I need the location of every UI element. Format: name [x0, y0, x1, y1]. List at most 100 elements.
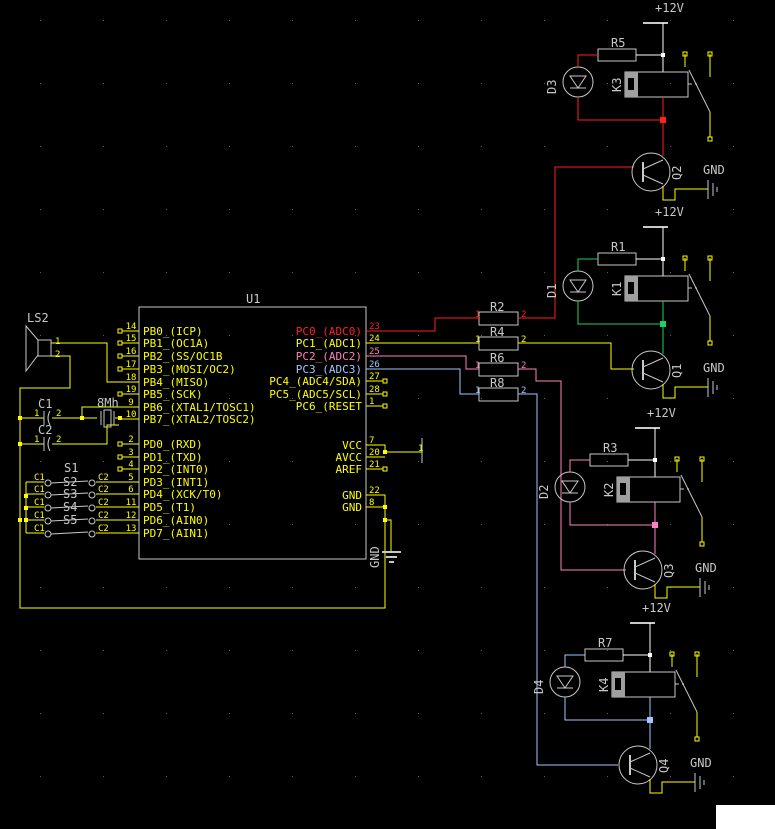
crystal-8mh[interactable]: 8Mh	[97, 396, 119, 428]
pin-number: 26	[369, 360, 380, 370]
pin-number: 27	[369, 372, 380, 382]
resistor-label: R3	[603, 441, 617, 455]
transistor-label: Q1	[670, 364, 684, 378]
gnd-label: GND	[703, 361, 725, 375]
transistor-q2[interactable]: Q2	[631, 120, 708, 201]
pin-name: PD5_(T1)	[143, 501, 196, 514]
c2-label: C2	[38, 423, 52, 437]
pin-2: 2	[521, 310, 526, 320]
u1-pin-pc1[interactable]: PC1_(ADC1) 24	[296, 334, 380, 350]
pin-number: 23	[369, 322, 380, 332]
resistor-r3[interactable]: R3	[589, 441, 657, 467]
pin-name: PB6_(XTAL1/TOSC1)	[143, 401, 256, 414]
led-d4[interactable]: D4	[532, 666, 581, 698]
relay-k4[interactable]: K4	[597, 651, 700, 742]
led-d3[interactable]: D3	[545, 66, 594, 98]
resistor-r5[interactable]: R5	[597, 36, 665, 62]
transistor-q4[interactable]: Q4	[618, 720, 695, 794]
pin-c1: C1	[34, 511, 45, 521]
gnd-label: GND	[690, 756, 712, 770]
relay-k2[interactable]: K2	[602, 456, 705, 547]
pin-number: 3	[128, 448, 133, 458]
u1-pin-pc5[interactable]: PC5_(ADC5/SCL)28	[269, 385, 388, 401]
capacitor-c2[interactable]: C2 1 2	[34, 423, 61, 452]
relay-label: K3	[610, 78, 624, 92]
relay-label: K1	[610, 282, 624, 296]
pin-name: PC1_(ADC1)	[296, 337, 362, 350]
pin-number: 21	[369, 460, 380, 470]
pin-2: 2	[521, 335, 526, 345]
resistor-label: R4	[490, 325, 504, 339]
transistor-q1[interactable]: Q1	[631, 324, 708, 399]
led-d1[interactable]: D1	[545, 270, 594, 302]
pin-name: PB2_(SS/OC1B	[143, 350, 223, 363]
c2-pin2: 2	[56, 435, 61, 445]
pin-number: 24	[369, 334, 380, 344]
pin-name: PC5_(ADC5/SCL)	[269, 388, 362, 401]
pin-number: 19	[126, 385, 137, 395]
relay-k3[interactable]: K3	[610, 51, 713, 142]
pin-name: PB3_(MOSI/OC2)	[143, 363, 236, 376]
led-d2[interactable]: D2	[537, 471, 586, 503]
u1-pin-pc3[interactable]: PC3_(ADC3)26	[296, 360, 380, 376]
supply-label: +12V	[655, 205, 684, 219]
corner-patch	[716, 805, 775, 829]
pin-c2: C2	[98, 511, 109, 521]
transistor-q3[interactable]: Q3	[623, 525, 700, 599]
pin-c1: C1	[34, 524, 45, 534]
led-label: D1	[545, 284, 559, 298]
resistor-label: R8	[490, 376, 504, 390]
u1-pin-pc0[interactable]: PC0_(ADC0)23	[296, 322, 380, 338]
speaker-ls2[interactable]: LS2 1 2	[25, 311, 60, 373]
relay-k1[interactable]: K1	[610, 255, 713, 346]
pin-1: 1	[475, 361, 480, 371]
pin-name: GND	[342, 501, 362, 514]
pin-name: PC2_(ADC2)	[296, 350, 362, 363]
pin-name: PC6_(RESET	[296, 400, 363, 413]
pin-name: PB0_(ICP)	[143, 325, 203, 338]
u1-pin-pc4[interactable]: PC4_(ADC4/SDA)27	[269, 372, 388, 388]
resistor-r1[interactable]: R1	[597, 240, 665, 266]
supply-label: +12V	[647, 406, 676, 420]
led-label: D3	[545, 80, 559, 94]
u1-pin-pc2[interactable]: PC2_(ADC2)25	[296, 347, 380, 363]
pin-number: 18	[126, 373, 137, 383]
pin-number: 16	[126, 347, 137, 357]
u1-pin-pb2[interactable]: 16 PB2_(SS/OC1B	[117, 347, 223, 363]
resistor-r7[interactable]: R7	[584, 636, 652, 662]
pin-number: 7	[369, 436, 374, 446]
capacitor-c1[interactable]: C1 1 2	[34, 397, 61, 426]
